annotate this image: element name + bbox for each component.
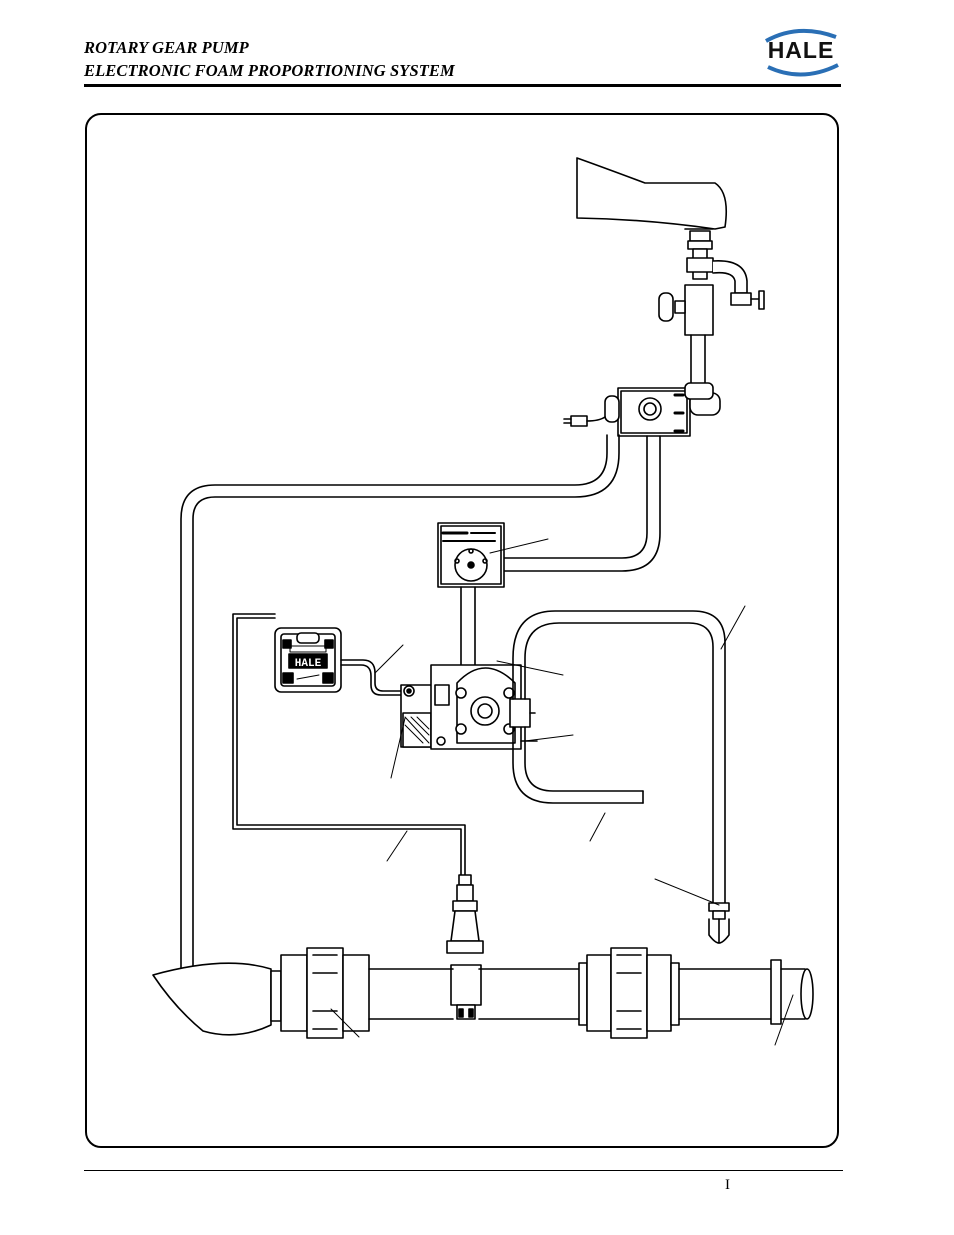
discharge-fittings [658,230,765,389]
flowmeter-cable [232,613,466,876]
injector-hose [512,610,726,904]
display-motor-cable [340,659,404,696]
return-hose [180,434,620,974]
logo-swoosh-icon [765,28,839,77]
flowmeter-sensor [446,874,484,1020]
display-readout: HALE [295,658,322,670]
hale-logo: HALE [758,25,844,79]
pump-outlet-hose [512,726,644,804]
discharge-manifold [576,157,728,230]
foam-pump-assembly [400,660,574,750]
control-display: HALE [274,627,342,693]
document-title-line-1: ROTARY GEAR PUMP [84,38,249,57]
page-number: I [725,1177,730,1193]
footer-divider [84,1170,843,1171]
figure-frame [85,113,839,1148]
foam-valve-block [604,382,721,437]
foam-system-diagram: HALE [152,157,814,1046]
foam-strainer [437,522,549,588]
valve-connector [563,415,606,427]
injector-tee [708,902,730,944]
logo-wordmark: HALE [767,37,835,63]
header-divider [84,84,841,87]
document-title-line-2: ELECTRONIC FOAM PROPORTIONING SYSTEM [84,61,455,80]
callout-leaders [330,605,794,1046]
strainer-hose [502,435,661,572]
water-manifold [152,947,814,1039]
